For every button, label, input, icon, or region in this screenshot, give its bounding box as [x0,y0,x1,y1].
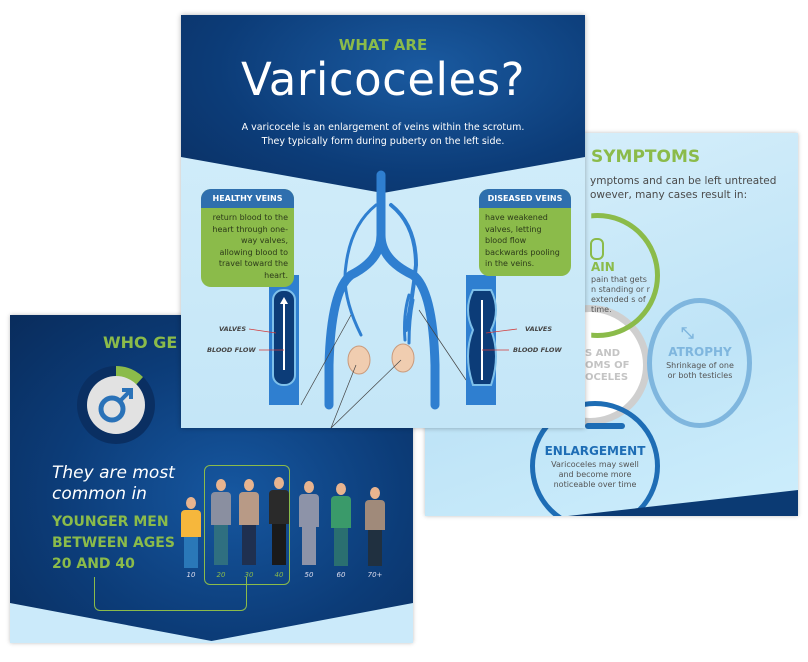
age-label: 20 [216,571,226,579]
person-figure [210,479,232,567]
age-label: 50 [304,571,314,579]
enlargement-text: Varicoceles may swell and become more no… [551,460,639,489]
valves-label-right: VALVES [525,325,553,333]
description-line: They typically form during puberty on th… [261,136,505,147]
blood-flow-label-right: BLOOD FLOW [513,346,562,354]
male-symbol-icon [77,366,155,444]
who-highlight: YOUNGER MEN BETWEEN AGES 20 AND 40 [52,512,175,575]
person-figure [364,487,386,567]
person-figure [268,477,290,567]
person-figure [180,497,202,569]
legs [368,530,382,567]
atrophy-ring [647,298,752,428]
torso [331,496,351,528]
healthy-heading: HEALTHY VEINS [201,189,294,208]
legs [334,527,348,566]
symptoms-intro: ymptoms and can be left untreated owever… [590,175,777,201]
head [186,497,196,509]
highlight-line: BETWEEN AGES [52,535,175,551]
head [274,477,284,489]
age-highlight-box [204,465,290,585]
who-statement: They are most common in [52,463,175,505]
torso [181,510,201,537]
vein-diagram [248,170,518,428]
legs [302,526,316,566]
diseased-text: have weakened valves, letting blood flow… [485,213,560,268]
pain-heading: AIN [591,260,615,274]
highlight-line: YOUNGER MEN [52,514,169,530]
person-figure [298,481,320,567]
diseased-heading: DISEASED VEINS [479,189,571,208]
age-label: 60 [336,571,346,579]
testicle-right [391,343,415,373]
head [244,479,254,491]
head [216,479,226,491]
head [370,487,380,499]
person-figure [330,483,352,567]
torso [269,490,289,525]
atrophy-heading: ATROPHY [668,345,732,359]
enlargement-heading: ENLARGEMENT [544,444,646,458]
valves-label-left: VALVES [219,325,247,333]
statement-line: common in [52,484,147,504]
symptoms-slide: SYMPTOMS ymptoms and can be left untreat… [425,133,798,516]
who-title: WHO GE [103,333,178,352]
atrophy-text: Shrinkage of one or both testicles [666,361,734,380]
person-figure [238,479,260,567]
swollen-vein-icon [585,423,625,429]
diseased-veins-callout: DISEASED VEINS have weakened valves, let… [479,189,571,276]
healthy-text: return blood to the heart through one-wa… [212,213,288,280]
legs [272,524,286,565]
description-line: A varicocele is an enlargement of veins … [241,122,525,133]
torso [299,494,319,527]
statement-line: They are most [52,463,175,483]
pain-icon [590,238,604,260]
age-label: 70+ [367,571,383,579]
description: A varicocele is an enlargement of veins … [181,121,585,149]
highlight-line: 20 AND 40 [52,556,135,572]
age-label: 40 [274,571,284,579]
torso [211,492,231,526]
torso [239,492,259,526]
blood-flow-label-left: BLOOD FLOW [207,346,256,354]
legs [214,525,228,566]
age-label: 30 [244,571,254,579]
pain-text: pain that gets n standing or r extended … [591,275,650,314]
legs [242,525,256,566]
kicker: WHAT ARE [338,36,428,54]
healthy-veins-callout: HEALTHY VEINS return blood to the heart … [201,189,294,287]
head [304,481,314,493]
connector-line [94,577,247,611]
torso [365,500,385,531]
corner-band [568,490,798,516]
varicoceles-slide: WHAT ARE Varicoceles? A varicocele is an… [181,15,585,428]
legs [184,536,198,569]
testicle-left [347,345,371,375]
symptoms-title: SYMPTOMS [591,147,701,167]
shrink-arrows-icon: ⤡ [681,323,694,342]
page-title: Varicoceles? [240,53,526,106]
header-band [181,15,585,193]
enlargement-ring [530,401,660,516]
center-label: S AND OMS OF OCELES [585,348,630,383]
head [336,483,346,495]
age-label: 10 [186,571,196,579]
